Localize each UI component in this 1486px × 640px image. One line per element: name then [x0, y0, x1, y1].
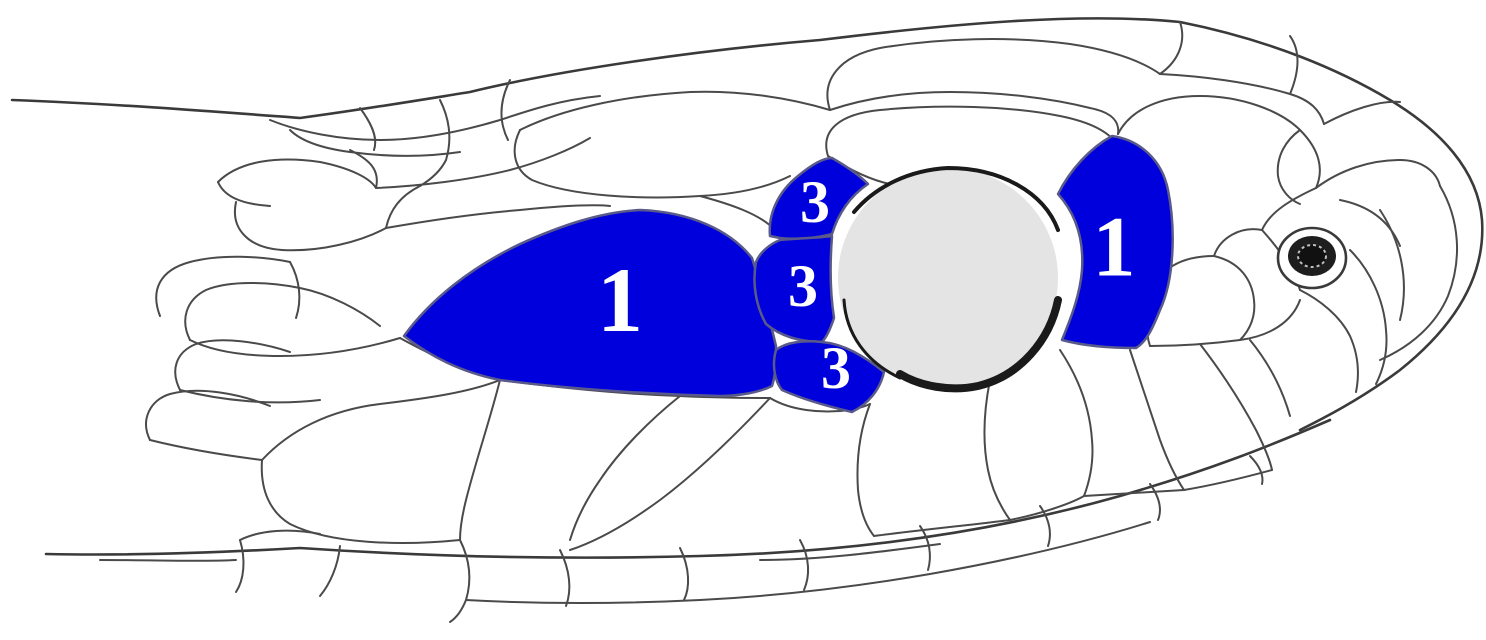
nostril [1278, 228, 1346, 288]
preocular-count-label: 1 [1093, 199, 1136, 295]
subocular-lower-label: 3 [821, 335, 851, 401]
subocular-middle-label: 3 [788, 253, 818, 319]
head-lower-outline [46, 420, 1330, 558]
nostril-inner [1298, 245, 1326, 267]
temporal-scale-highlight [404, 210, 776, 396]
eye [838, 168, 1058, 388]
temporal-count-label: 1 [597, 249, 643, 351]
subocular-upper-label: 3 [800, 169, 830, 235]
